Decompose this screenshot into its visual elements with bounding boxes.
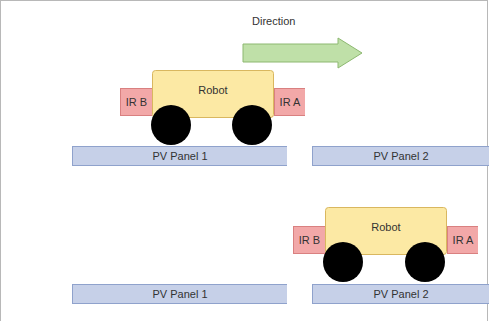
panel-box: PV Panel 2 [312, 146, 489, 166]
node-text: IR A [453, 234, 474, 246]
robot-box: Robot [325, 207, 447, 255]
direction-label: Direction [252, 15, 295, 27]
direction-arrow [243, 38, 362, 68]
node-text: IR B [126, 96, 147, 108]
node-text: PV Panel 1 [152, 150, 207, 162]
wheel [405, 242, 445, 282]
node-text: IR A [280, 96, 301, 108]
panel-box: PV Panel 1 [72, 284, 287, 304]
wheel [232, 105, 272, 145]
wheel [151, 105, 191, 145]
sensor-box: IR B [293, 226, 325, 254]
node-text: Robot [371, 221, 400, 233]
sensor-box: IR B [120, 88, 152, 116]
panel-box: PV Panel 1 [72, 146, 287, 166]
node-text: IR B [299, 234, 320, 246]
robot-box: Robot [152, 70, 274, 118]
node-text: PV Panel 2 [373, 150, 428, 162]
node-text: PV Panel 2 [373, 288, 428, 300]
panel-box: PV Panel 2 [312, 284, 489, 304]
node-text: Robot [198, 84, 227, 96]
wheel [323, 242, 363, 282]
sensor-box: IR A [274, 88, 305, 116]
sensor-box: IR A [447, 226, 478, 254]
node-text: PV Panel 1 [152, 288, 207, 300]
